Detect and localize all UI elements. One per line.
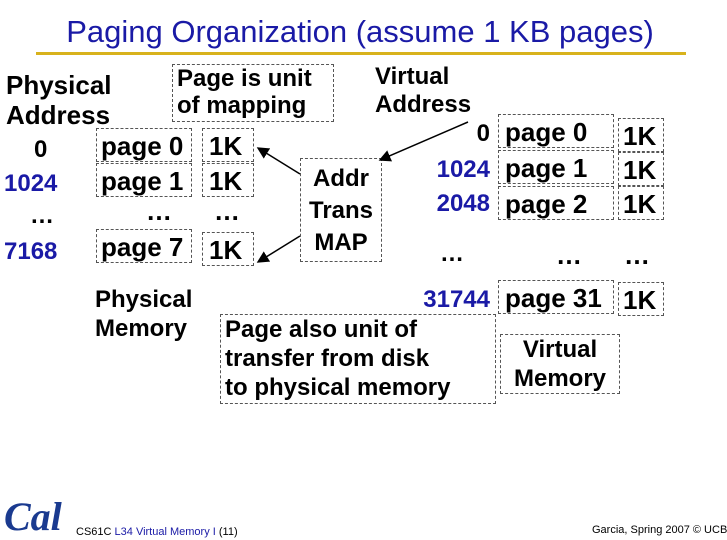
- physical-page-1: page 1: [96, 163, 192, 197]
- virtual-memory-label: Virtual Memory: [500, 334, 620, 394]
- arrow-virtual-to-map: [378, 121, 469, 162]
- address-translation-line1: Addr: [313, 165, 369, 192]
- virtual-address-heading-line2: Address: [375, 91, 472, 118]
- physical-size-0: 1K: [202, 128, 254, 162]
- virtual-address-2048: 2048: [436, 190, 490, 217]
- transfer-note-line3: to physical memory: [225, 374, 451, 401]
- virtual-page-1: page 1: [498, 150, 614, 184]
- physical-page-0: page 0: [96, 128, 192, 162]
- physical-size-ellipsis: …: [214, 196, 240, 226]
- page-unit-note-line2: of mapping: [177, 92, 307, 119]
- physical-size-7: 1K: [202, 232, 254, 266]
- virtual-address-heading-line1: Virtual: [375, 63, 450, 90]
- physical-address-heading-line1: Physical: [6, 70, 112, 100]
- page-title: Paging Organization (assume 1 KB pages): [66, 14, 654, 49]
- virtual-page-31: page 31: [498, 280, 614, 314]
- physical-address-7168: 7168: [4, 238, 58, 265]
- physical-address-0: 0: [34, 136, 48, 163]
- footer-lecture-link[interactable]: L34 Virtual Memory I: [114, 526, 216, 538]
- virtual-memory-label-line1: Virtual: [522, 336, 598, 363]
- physical-address-heading-line2: Address: [6, 100, 111, 130]
- physical-page-7: page 7: [96, 229, 192, 263]
- virtual-memory-label-line2: Memory: [513, 365, 607, 392]
- virtual-page-2: page 2: [498, 186, 614, 220]
- arrow-map-to-page-7: [256, 235, 301, 263]
- arrow-map-to-page-0: [256, 147, 301, 175]
- physical-address-ellipsis: …: [30, 202, 54, 229]
- transfer-note-line2: transfer from disk: [225, 345, 430, 372]
- virtual-size-ellipsis: …: [624, 240, 650, 270]
- page-unit-note: Page is unit of mapping: [172, 64, 334, 122]
- virtual-address-31744: 31744: [423, 286, 490, 313]
- virtual-page-ellipsis: …: [556, 240, 582, 270]
- physical-address-1024: 1024: [4, 170, 58, 197]
- cal-logo-text: Cal: [4, 494, 63, 539]
- address-translation-map: Addr Trans MAP: [300, 158, 382, 262]
- virtual-size-1: 1K: [618, 152, 664, 186]
- virtual-address-1024: 1024: [436, 156, 490, 183]
- virtual-size-2: 1K: [618, 186, 664, 220]
- title-underline: [36, 52, 686, 55]
- physical-page-ellipsis: …: [146, 196, 172, 226]
- virtual-page-0: page 0: [498, 114, 614, 148]
- cal-logo-icon: Cal: [4, 494, 63, 539]
- physical-memory-label: Physical Memory: [90, 284, 210, 344]
- virtual-address-ellipsis: …: [440, 240, 464, 267]
- physical-memory-label-line2: Memory: [95, 315, 188, 342]
- transfer-note: Page also unit of transfer from disk to …: [220, 314, 496, 404]
- page-unit-note-line1: Page is unit: [177, 65, 312, 92]
- virtual-size-0: 1K: [618, 118, 664, 152]
- address-translation-line3: MAP: [314, 229, 368, 256]
- address-translation-line2: Trans: [308, 197, 374, 224]
- virtual-size-31: 1K: [618, 282, 664, 316]
- physical-memory-label-line1: Physical: [95, 286, 193, 313]
- virtual-address-0: 0: [476, 120, 490, 147]
- physical-size-1: 1K: [202, 163, 254, 197]
- footer-credit: Garcia, Spring 2007 © UCB: [592, 524, 727, 536]
- transfer-note-line1: Page also unit of: [225, 316, 418, 343]
- virtual-address-heading: Virtual Address: [370, 62, 488, 120]
- footer-course: CS61C L34 Virtual Memory I (11): [76, 526, 238, 538]
